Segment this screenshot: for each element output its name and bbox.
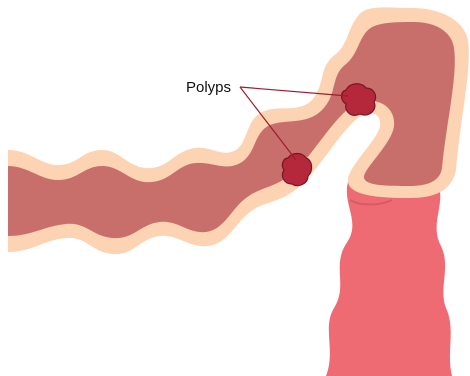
polyps-label: Polyps [186,79,231,96]
rectum [326,182,452,376]
polyp-upper [342,84,376,116]
polyp-lower [282,154,311,186]
